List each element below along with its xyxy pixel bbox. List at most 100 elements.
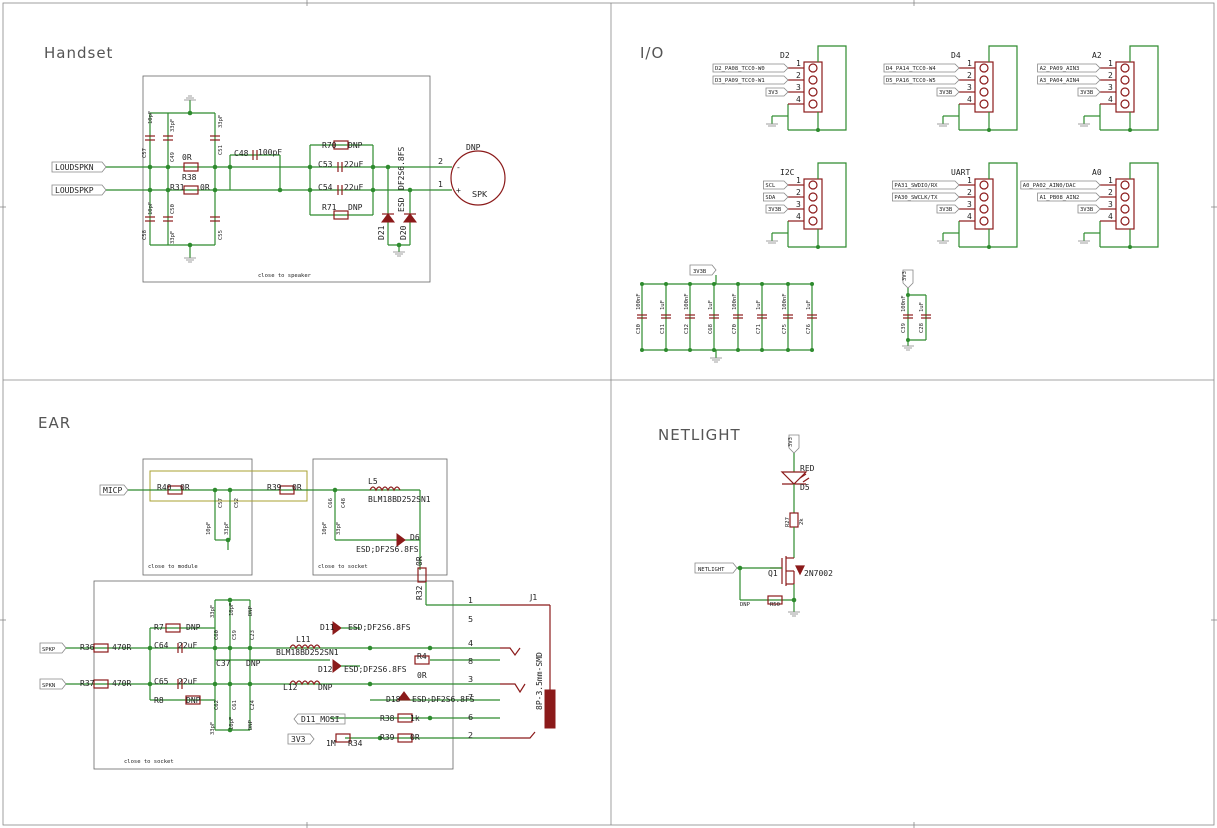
lbl: DNP bbox=[348, 141, 363, 150]
pin-number: 3 bbox=[967, 200, 972, 209]
net-flag[interactable] bbox=[936, 87, 960, 97]
net-flag[interactable] bbox=[1077, 204, 1101, 214]
lbl: C28 bbox=[919, 323, 925, 333]
net-label: D3_PA09_TCC0-W1 bbox=[715, 78, 765, 84]
net-flag[interactable] bbox=[1077, 87, 1101, 97]
net-flag[interactable] bbox=[763, 180, 789, 190]
lbl: 100pF bbox=[258, 148, 282, 157]
net-flag[interactable] bbox=[765, 87, 789, 97]
lbl: R37 bbox=[80, 679, 95, 688]
pin-number: 3 bbox=[967, 83, 972, 92]
lbl: ESD;DF2S6.8FS bbox=[412, 695, 475, 704]
pin-number: 4 bbox=[967, 95, 972, 104]
net-label: A3_PA04_AIN4 bbox=[1040, 78, 1080, 84]
lbl: C37 bbox=[216, 659, 231, 668]
net-flag-loudspkp[interactable] bbox=[51, 184, 107, 196]
lbl: 33pF bbox=[210, 722, 216, 735]
cap-ref: C68 bbox=[708, 324, 714, 334]
net-flag[interactable] bbox=[892, 192, 960, 202]
net-flag[interactable] bbox=[712, 63, 789, 73]
net-flag[interactable] bbox=[936, 204, 960, 214]
lbl: C23 bbox=[250, 630, 256, 640]
cap-value: 1uF bbox=[806, 300, 812, 310]
net-flag[interactable] bbox=[892, 180, 960, 190]
lbl: 470R bbox=[112, 643, 131, 652]
net-flag-d11-mosi[interactable] bbox=[293, 713, 346, 725]
jack-part-label: 8P-3.5mm-SMD bbox=[535, 652, 544, 710]
lbl: C48 bbox=[234, 149, 249, 158]
ear-circuit: close to module close to socket close to… bbox=[39, 458, 556, 770]
net-flag[interactable] bbox=[1020, 180, 1101, 190]
lbl: DNP bbox=[248, 719, 254, 730]
lbl: 22uF bbox=[178, 641, 197, 650]
pin-number: 1 bbox=[796, 176, 801, 185]
net-flag-loudspkn[interactable] bbox=[51, 161, 107, 173]
lbl: 0R bbox=[200, 183, 210, 192]
lbl: R38 bbox=[380, 714, 395, 723]
lbl: 0R bbox=[182, 153, 192, 162]
section-title-ear: EAR bbox=[38, 414, 71, 432]
cap-value: 100nF bbox=[782, 293, 788, 310]
net-label: A2_PA09_AIN3 bbox=[1040, 66, 1080, 72]
ear-component-labels: R40 0R R39 0R C57 C52 10pF 33pF L5 BLM18… bbox=[80, 477, 475, 748]
lbl: DNP bbox=[318, 683, 333, 692]
lbl: C39 bbox=[901, 323, 907, 333]
net-label: 3V3B bbox=[1080, 207, 1094, 213]
lbl: R36 bbox=[80, 643, 95, 652]
lbl: R32 bbox=[415, 585, 424, 600]
lbl: D21 bbox=[377, 225, 386, 240]
speaker-symbol[interactable] bbox=[450, 150, 506, 206]
net-label-loudspkn: LOUDSPKN bbox=[55, 163, 94, 172]
lbl: R38 bbox=[182, 173, 197, 182]
cap-value: 1uF bbox=[708, 300, 714, 310]
net-flag-micp[interactable] bbox=[99, 484, 129, 496]
net-flag[interactable] bbox=[1037, 63, 1101, 73]
section-title-netlight: NETLIGHT bbox=[658, 426, 741, 444]
lbl: L11 bbox=[296, 635, 311, 644]
net-flag[interactable] bbox=[883, 63, 960, 73]
lbl: 22uF bbox=[178, 677, 197, 686]
lbl: BLM18BD252SN1 bbox=[368, 495, 431, 504]
net-flag-spkn[interactable] bbox=[39, 678, 67, 690]
lbl: R27 bbox=[785, 517, 791, 527]
lbl: L5 bbox=[368, 477, 378, 486]
net-label: D5_PA16_TCC0-W5 bbox=[886, 78, 936, 84]
jack-pin-number: 2 bbox=[468, 731, 473, 740]
jack-pin-number: 7 bbox=[468, 693, 473, 702]
net-label: A0_PA02_AIN0/DAC bbox=[1023, 183, 1076, 189]
led-color-label: RED bbox=[800, 464, 815, 473]
net-flag[interactable] bbox=[765, 204, 789, 214]
net-label: 3V3 bbox=[768, 90, 778, 96]
net-flag[interactable] bbox=[883, 75, 960, 85]
connector-name: UART bbox=[951, 168, 970, 177]
speaker-minus: - bbox=[456, 163, 461, 172]
net-flag-netlight[interactable] bbox=[694, 562, 738, 574]
section-title-handset: Handset bbox=[44, 44, 113, 62]
lbl: 10pF bbox=[322, 522, 328, 535]
jack-body[interactable] bbox=[544, 689, 556, 729]
lbl: 10pF bbox=[148, 111, 154, 124]
cap-ref: C70 bbox=[732, 324, 738, 334]
speaker-pin-1: 1 bbox=[438, 180, 443, 189]
lbl: 22uF bbox=[344, 183, 363, 192]
lbl: 100nF bbox=[901, 295, 907, 312]
net-flag-3v3[interactable] bbox=[287, 733, 315, 745]
cap-value: 1uF bbox=[660, 300, 666, 310]
lbl: R39 bbox=[267, 483, 282, 492]
net-flag-spkp[interactable] bbox=[39, 642, 67, 654]
net-flag[interactable] bbox=[712, 75, 789, 85]
net-flag[interactable] bbox=[1037, 192, 1101, 202]
io-connectors: D21D2_PA08_TCC0-W02D3_PA09_TCC0-W133V34D… bbox=[712, 45, 1159, 249]
net-flag[interactable] bbox=[1037, 75, 1101, 85]
connector-name: D2 bbox=[780, 51, 790, 60]
lbl: C57 bbox=[218, 498, 224, 508]
lbl: R39 bbox=[380, 733, 395, 742]
net-flag[interactable] bbox=[763, 192, 789, 202]
led-ref-label: D5 bbox=[800, 483, 810, 492]
